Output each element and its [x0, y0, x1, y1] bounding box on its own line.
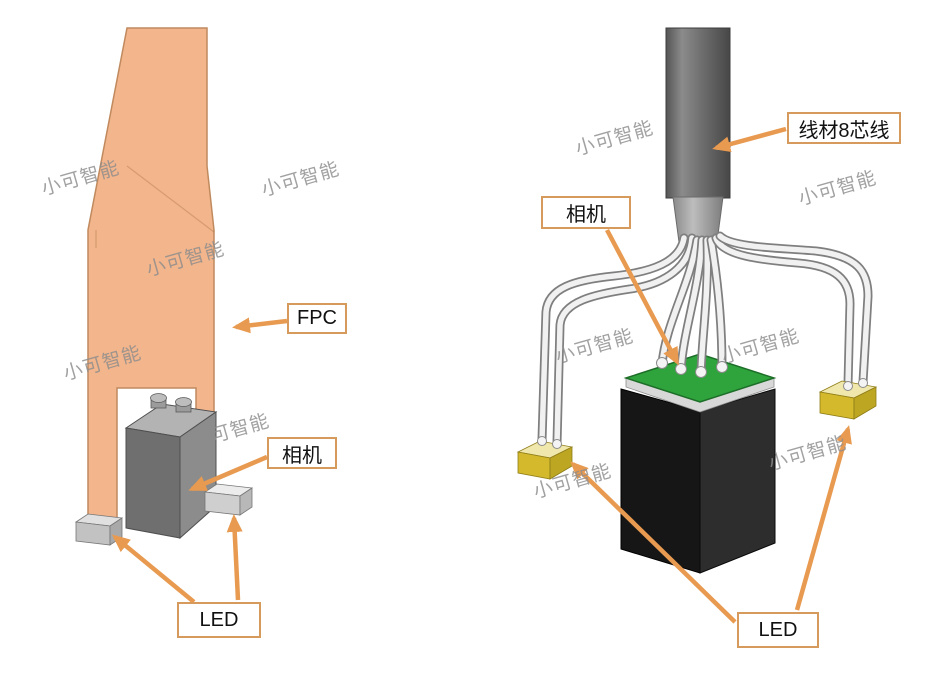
led-front-face [75, 521, 111, 546]
led-side-face [853, 386, 877, 420]
camera-knob [150, 393, 167, 403]
connector-pins [537, 357, 868, 449]
led-block-left [74, 513, 124, 546]
pcb-pin [716, 361, 728, 373]
pcb-pin [695, 366, 707, 378]
arrow-led-right-a [570, 461, 737, 624]
arrow-cable [712, 126, 787, 153]
pcb-pin [656, 357, 668, 369]
arrow-led-left-a [111, 534, 196, 604]
wire-8 [715, 231, 873, 387]
camera-label-left: 相机 [267, 437, 337, 469]
fpc-crease [126, 165, 215, 233]
led-pin [537, 436, 547, 446]
arrow-camera-left [188, 454, 268, 492]
camera-knob [175, 397, 192, 407]
camera-module-left [124, 393, 218, 540]
cable [665, 27, 731, 243]
wire-4 [676, 235, 707, 375]
led-pin [858, 378, 868, 388]
wire-2 [552, 233, 697, 448]
camera-front-face [620, 388, 701, 574]
camera-block-right [620, 388, 776, 574]
cable-label: 线材8芯线 [787, 112, 901, 144]
wire-6 [706, 235, 727, 373]
cable-body [665, 27, 731, 199]
led-block-right [203, 483, 254, 516]
led-label-left: LED [177, 602, 261, 638]
led-label-right: LED [737, 612, 819, 648]
arrow-fpc [232, 317, 288, 334]
annotation-arrows [111, 126, 852, 624]
wire-bundle [537, 231, 873, 448]
camera-side-face [699, 388, 776, 574]
arrow-led-right-b [794, 425, 852, 611]
led-front-face [204, 491, 241, 516]
wire-5 [696, 235, 712, 378]
pcb-pin [675, 363, 687, 375]
camera-front-face [125, 427, 181, 539]
arrow-led-left-b [226, 514, 243, 601]
led-pin [552, 439, 562, 449]
wire-1 [537, 233, 689, 445]
led-side-face [239, 487, 253, 516]
camera-label-right: 相机 [541, 196, 631, 229]
wire-7 [711, 233, 855, 390]
fpc-label: FPC [287, 303, 347, 334]
led-pin [843, 381, 853, 391]
arrow-camera-right [605, 228, 679, 366]
